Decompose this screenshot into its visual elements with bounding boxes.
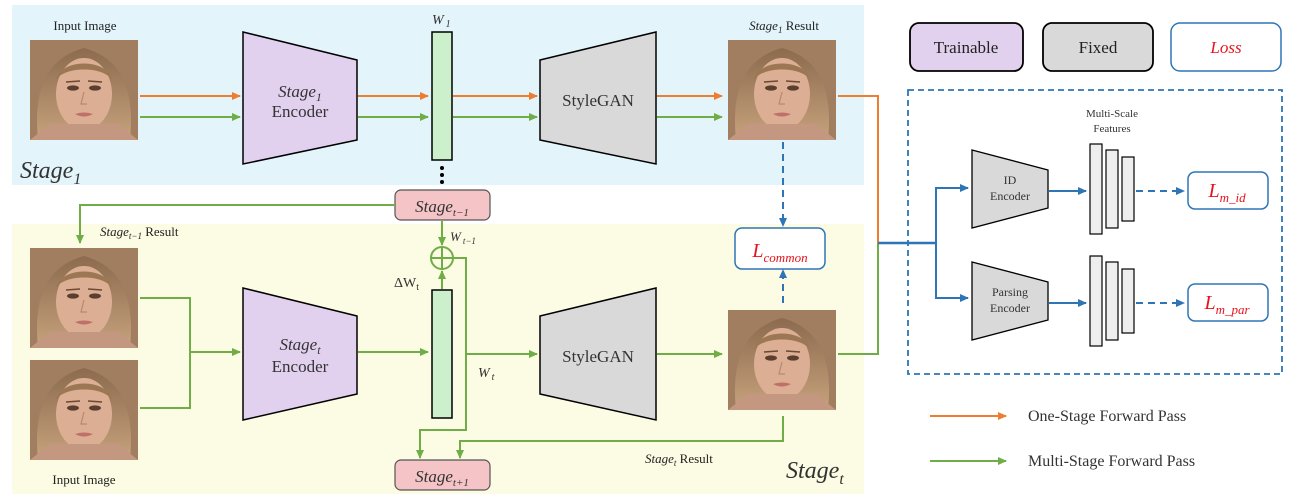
par-feature-2 xyxy=(1105,261,1119,341)
staget-encoder-name: Staget xyxy=(279,335,321,357)
legend-multi-stage-label: Multi-Stage Forward Pass xyxy=(1028,453,1195,470)
input1-to-merge xyxy=(140,297,191,352)
l-id-label: Lm_id xyxy=(1207,180,1246,205)
id-feature-2 xyxy=(1105,149,1119,229)
delta-w-label: ΔWt xyxy=(394,276,419,293)
multi-scale-title-1: Multi-Scale xyxy=(1086,108,1138,120)
parsing-encoder xyxy=(971,261,1049,341)
feature-region xyxy=(907,89,1283,375)
l-common-box xyxy=(734,227,826,270)
id-feature-3 xyxy=(1121,156,1135,222)
staget-input-label: Input Image xyxy=(52,472,115,487)
staget-input-face-1 xyxy=(30,247,138,349)
id-encoder xyxy=(971,149,1049,229)
multi-scale-title-2: Features xyxy=(1093,123,1130,135)
stage1-result-face xyxy=(728,40,836,140)
staget-result-face xyxy=(728,309,836,411)
stage1-result-to-features xyxy=(838,95,879,243)
w1-bar xyxy=(431,31,453,161)
legend-trainable-label: Trainable xyxy=(934,38,999,57)
parsing-encoder-line2: Encoder xyxy=(990,301,1030,315)
ellipsis-dot-2 xyxy=(440,173,444,177)
legend-loss-box xyxy=(1170,22,1282,72)
stage1-result-label: Stage1 Result xyxy=(749,18,819,35)
id-feature-1 xyxy=(1089,143,1103,235)
stage1-stylegan xyxy=(539,31,657,165)
id-encoder-line2: Encoder xyxy=(990,189,1030,203)
l-par-label: Lm_par xyxy=(1203,292,1250,317)
par-feature-1 xyxy=(1089,255,1103,347)
id-encoder-line1: ID xyxy=(1004,173,1017,187)
staget-encoder xyxy=(242,287,358,421)
stage1-encoder xyxy=(242,31,358,165)
staget-stylegan-label: StyleGAN xyxy=(562,347,634,366)
junction-to-par xyxy=(935,243,969,302)
par-feature-3 xyxy=(1121,268,1135,334)
junction-to-id xyxy=(935,184,969,243)
stage1-region-label: Stage1 xyxy=(20,158,81,188)
staget-region-label: Staget xyxy=(786,458,844,488)
parsing-encoder-line1: Parsing xyxy=(992,285,1028,299)
ellipsis-dot-1 xyxy=(440,166,444,170)
input2-to-merge xyxy=(140,352,191,409)
staget-result-label: Staget Result xyxy=(645,451,713,468)
stage-next-box xyxy=(394,459,491,491)
staget-result-to-features xyxy=(838,243,879,355)
stage-prev-box-label: Staget−1 xyxy=(415,197,469,219)
legend-fixed-box xyxy=(1042,22,1154,72)
staget-input-face-2 xyxy=(30,359,138,461)
stage1-encoder-name: Stage1 xyxy=(278,82,322,104)
legend-trainable-box xyxy=(909,22,1024,72)
wt-to-next-path xyxy=(416,354,467,459)
staget-stylegan xyxy=(539,287,657,421)
stage1-input-face xyxy=(30,40,138,140)
legend-loss-label: Loss xyxy=(1209,38,1242,57)
ellipsis-dot-3 xyxy=(440,180,444,184)
prev-result-arrow xyxy=(76,204,395,244)
stage1-encoder-label: Encoder xyxy=(272,102,329,121)
legend-fixed-label: Fixed xyxy=(1079,38,1118,57)
l-id-box xyxy=(1187,171,1269,210)
wt-bar xyxy=(431,289,453,419)
resultt-to-next-path xyxy=(456,416,784,459)
stage1-input-label: Input Image xyxy=(53,18,116,33)
prev-result-label: Staget−1 Result xyxy=(100,224,179,241)
staget-encoder-label: Encoder xyxy=(272,357,329,376)
legend-one-stage-label: One-Stage Forward Pass xyxy=(1028,408,1186,425)
stage1-stylegan-label: StyleGAN xyxy=(562,91,634,110)
stage-next-box-label: Staget+1 xyxy=(415,467,469,489)
l-par-box xyxy=(1187,283,1269,322)
l-common-label: Lcommon xyxy=(751,240,807,265)
plus-to-wt-path xyxy=(453,257,467,354)
